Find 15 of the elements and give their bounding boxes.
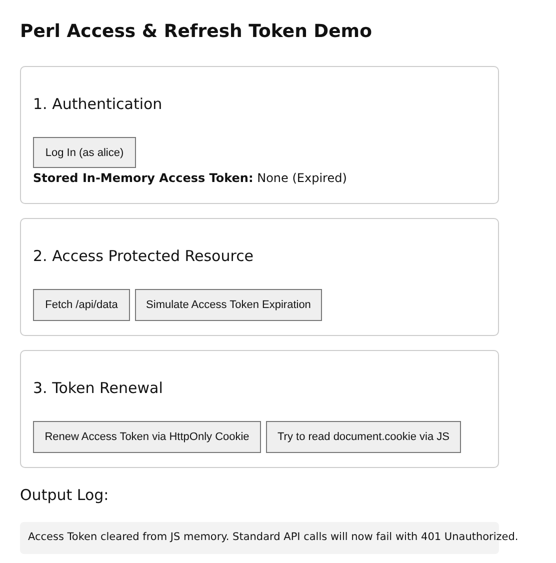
log-message: Access Token cleared from JS memory. Standard API calls will now fail with 401 Unauthorized.: [28, 531, 518, 543]
button: Log In (as alice): [33, 137, 136, 168]
status-text: Stored In-Memory Access Token: None (Expired): [33, 171, 347, 185]
button: Try to read document.cookie via JS: [266, 421, 461, 453]
section-heading: 3. Token Renewal: [33, 379, 163, 397]
log-heading: Output Log:: [20, 486, 109, 504]
section-card: [20, 350, 499, 468]
button: Renew Access Token via HttpOnly Cookie: [33, 421, 261, 453]
page-title: Perl Access & Refresh Token Demo: [20, 21, 372, 42]
button: Simulate Access Token Expiration: [135, 289, 322, 321]
section-card: [20, 66, 499, 204]
button: Fetch /api/data: [33, 289, 130, 321]
section-heading: 1. Authentication: [33, 95, 162, 113]
section-heading: 2. Access Protected Resource: [33, 247, 254, 265]
section-card: [20, 218, 499, 336]
